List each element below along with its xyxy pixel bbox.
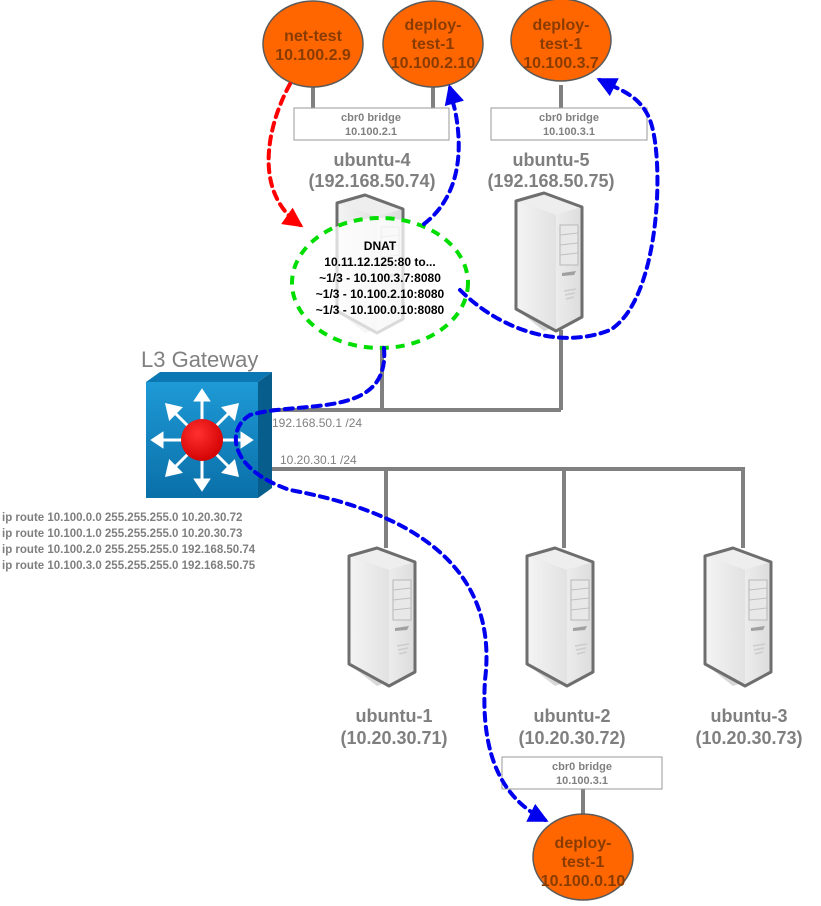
response-arrow-to-u5-pod	[458, 78, 660, 340]
request-arrow	[266, 82, 304, 228]
host-ip: (192.168.50.74)	[308, 171, 435, 191]
pod-name: net-test	[284, 28, 342, 45]
dnat-line: 10.11.12.125:80 to...	[324, 255, 435, 269]
host-name: ubuntu-2	[534, 706, 611, 726]
bridge-ip: 10.100.3.1	[543, 126, 595, 138]
host-name: ubuntu-3	[711, 706, 788, 726]
route-line: ip route 10.100.3.0 255.255.255.0 192.16…	[2, 560, 256, 572]
gateway-net-10: 10.20.30.1 /24	[280, 453, 357, 467]
bridge-ip: 10.100.3.1	[556, 775, 608, 787]
pod-name: test-1	[562, 854, 605, 871]
dnat-line: ~1/3 - 10.100.3.7:8080	[319, 271, 441, 285]
route-line: ip route 10.100.1.0 255.255.255.0 10.20.…	[2, 528, 242, 540]
pod-ip: 10.100.2.10	[391, 55, 476, 72]
pod-deploy-test-1-u5: deploy- test-1 10.100.3.7	[510, 0, 612, 82]
host-ip: (10.20.30.73)	[695, 728, 802, 748]
host-ubuntu-4: ubuntu-4 (192.168.50.74) cbr0 bridge 10.…	[293, 107, 450, 335]
dnat-line: ~1/3 - 10.100.0.10:8080	[316, 303, 445, 317]
host-ip: (10.20.30.71)	[340, 728, 447, 748]
pod-name: deploy-	[555, 835, 612, 852]
pod-name: test-1	[412, 36, 455, 53]
server-icon	[703, 546, 773, 688]
traffic-flows	[233, 78, 660, 822]
gateway-core-icon	[181, 419, 223, 461]
server-icon	[525, 546, 595, 688]
host-ubuntu-5: ubuntu-5 (192.168.50.75) cbr0 bridge 10.…	[487, 107, 648, 333]
dnat-title: DNAT	[364, 239, 397, 253]
gateway-net-192: 192.168.50.1 /24	[272, 416, 362, 430]
host-name: ubuntu-1	[356, 706, 433, 726]
pod-name: deploy-	[405, 17, 462, 34]
host-ubuntu-3: ubuntu-3 (10.20.30.73)	[695, 546, 803, 748]
host-ip: (192.168.50.75)	[487, 171, 614, 191]
pod-ip: 10.100.3.7	[523, 55, 599, 72]
route-line: ip route 10.100.0.0 255.255.255.0 10.20.…	[2, 512, 242, 524]
host-ip: (10.20.30.72)	[518, 728, 625, 748]
pod-net-test: net-test 10.100.2.9	[262, 0, 364, 88]
host-ubuntu-2: ubuntu-2 (10.20.30.72) cbr0 bridge 10.10…	[501, 546, 663, 790]
bridge-box	[501, 756, 663, 790]
bridge-box	[293, 107, 450, 141]
dnat-rule: DNAT 10.11.12.125:80 to... ~1/3 - 10.100…	[290, 216, 470, 350]
network-links	[270, 85, 745, 815]
response-arrow-to-u4-pod	[422, 84, 465, 226]
response-arrow-to-u2-pod	[233, 346, 549, 822]
server-icon	[347, 546, 417, 688]
dnat-line: ~1/3 - 10.100.2.10:8080	[316, 287, 445, 301]
host-name: ubuntu-5	[513, 150, 590, 170]
host-ubuntu-1: ubuntu-1 (10.20.30.71)	[340, 546, 448, 748]
gateway-title: L3 Gateway	[141, 347, 258, 372]
bridge-label: cbr0 bridge	[539, 112, 599, 124]
pod-deploy-test-1-u4: deploy- test-1 10.100.2.10	[382, 0, 484, 88]
pod-name: test-1	[540, 36, 583, 53]
route-line: ip route 10.100.2.0 255.255.255.0 192.16…	[2, 544, 256, 556]
pod-ip: 10.100.0.10	[541, 873, 626, 890]
bridge-box	[490, 107, 648, 141]
server-icon	[514, 191, 584, 333]
pod-deploy-test-1-u2: deploy- test-1 10.100.0.10	[532, 813, 634, 901]
bridge-label: cbr0 bridge	[552, 761, 612, 773]
pod-name: deploy-	[533, 17, 590, 34]
dnat-ring	[290, 216, 470, 350]
route-table: ip route 10.100.0.0 255.255.255.0 10.20.…	[2, 512, 256, 572]
bridge-label: cbr0 bridge	[341, 112, 401, 124]
l3-gateway: L3 Gateway 192.168.50.1 /24 10.20.30.1 /…	[141, 347, 362, 498]
pod-ip: 10.100.2.9	[275, 47, 351, 64]
bridge-ip: 10.100.2.1	[345, 126, 397, 138]
host-name: ubuntu-4	[334, 150, 411, 170]
